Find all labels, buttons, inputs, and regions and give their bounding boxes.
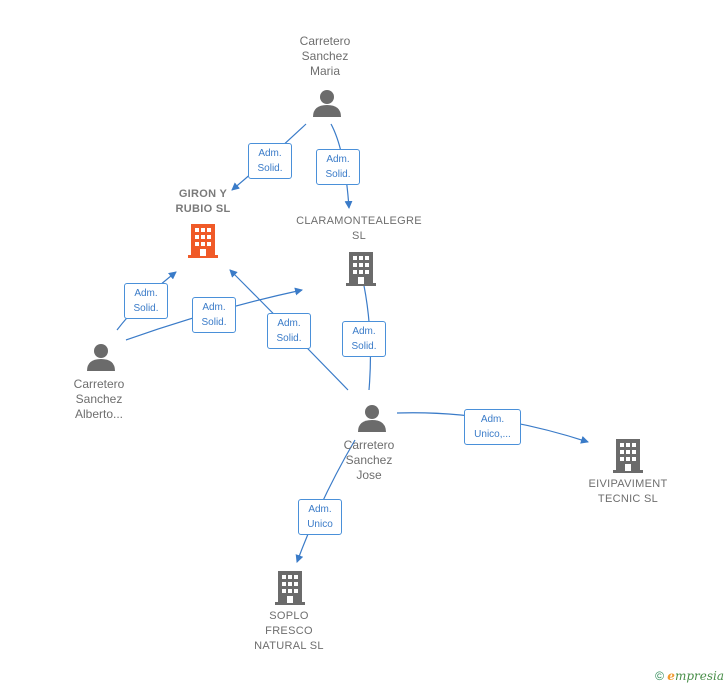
node-label-giron[interactable]: GIRON Y RUBIO SL	[175, 188, 231, 215]
copyright-symbol: ©	[655, 669, 664, 683]
edge-label[interactable]: Adm. Solid.	[342, 321, 386, 357]
brand-initial: e	[667, 669, 675, 683]
building-icon[interactable]	[345, 250, 377, 286]
node-label-maria[interactable]: Carretero Sanchez Maria	[299, 34, 351, 78]
edge-label[interactable]: Adm. Solid.	[192, 297, 236, 333]
node-label-soplo[interactable]: SOPLO FRESCO NATURAL SL	[254, 610, 324, 652]
person-icon[interactable]	[86, 342, 116, 372]
node-label-claramonte[interactable]: CLARAMONTEALEGRE SL	[296, 215, 422, 242]
edge-label[interactable]: Adm. Solid.	[316, 149, 360, 185]
edge-label[interactable]: Adm. Unico,...	[464, 409, 521, 445]
brand-name: mpresia	[674, 669, 724, 683]
edge-label[interactable]: Adm. Unico	[298, 499, 342, 535]
person-icon[interactable]	[312, 88, 342, 118]
building-icon[interactable]	[612, 437, 644, 473]
brand-logo: © empresia	[655, 669, 724, 683]
node-label-eivipaviment[interactable]: EIVIPAVIMENT TECNIC SL	[588, 478, 668, 505]
edge-label[interactable]: Adm. Solid.	[267, 313, 311, 349]
person-icon[interactable]	[357, 403, 387, 433]
building-icon[interactable]	[274, 569, 306, 605]
edge-label[interactable]: Adm. Solid.	[248, 143, 292, 179]
edge-label[interactable]: Adm. Solid.	[124, 283, 168, 319]
node-label-alberto[interactable]: Carretero Sanchez Alberto...	[73, 377, 125, 421]
node-label-jose[interactable]: Carretero Sanchez Jose	[343, 438, 395, 482]
building-icon[interactable]	[187, 222, 219, 258]
